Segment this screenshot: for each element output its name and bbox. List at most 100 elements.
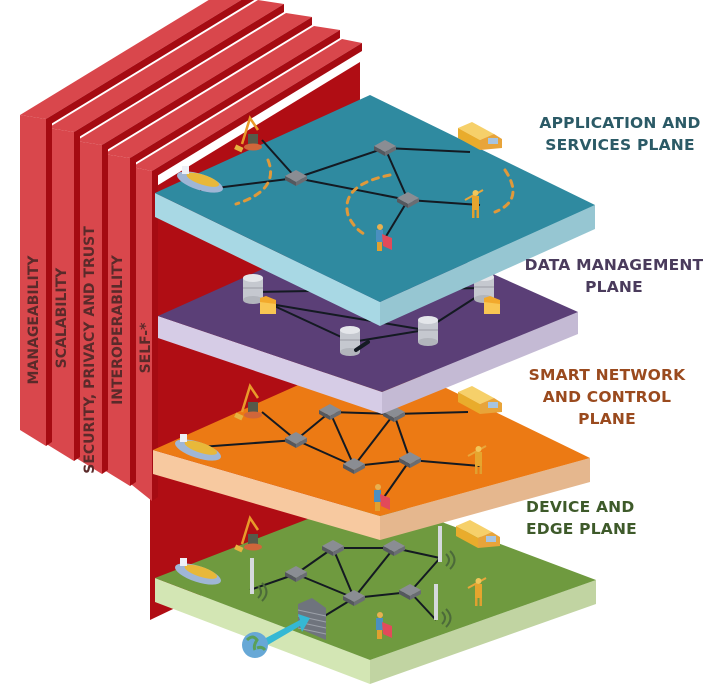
pillar-side-face (74, 130, 80, 461)
pillar-top-face (76, 13, 312, 145)
crane-icon (240, 383, 260, 413)
ship-bridge (182, 166, 189, 174)
network-link (393, 413, 411, 461)
pillar-top-shadow (130, 30, 340, 166)
label-line: SMART NETWORK (528, 366, 686, 384)
ship-bridge (180, 434, 187, 442)
service-flow-arrow (345, 173, 392, 237)
pillar-front-face (104, 154, 130, 486)
network-link (393, 411, 469, 415)
truck-icon (458, 386, 494, 404)
network-link (269, 303, 426, 331)
pillar-top-face (132, 39, 362, 171)
network-link (384, 147, 409, 201)
label-line: DEVICE AND (526, 498, 635, 516)
plane-side-right (382, 312, 578, 414)
label-smart-network-plane: SMART NETWORK AND CONTROL PLANE (512, 364, 702, 430)
plane-application-services (155, 95, 595, 326)
network-link (295, 573, 355, 599)
pillar-label: SECURITY, PRIVACY AND TRUST (82, 226, 98, 474)
pillar-top-face (20, 0, 242, 119)
network-switch-side (285, 572, 296, 582)
pillar-front-face (48, 128, 74, 461)
cargo-box-icon (234, 144, 244, 153)
pillar-label: SCALABILITY (54, 267, 70, 369)
crane-body (248, 134, 258, 146)
cargo-box-icon (234, 412, 244, 421)
worker-head (472, 190, 479, 196)
truck-icon (458, 122, 494, 140)
network-switch-side (343, 596, 354, 606)
network-switch-side (383, 412, 394, 422)
plane-side-left (153, 450, 380, 540)
service-flow-arrow (234, 158, 273, 206)
network-link (295, 439, 355, 467)
pillar-label: SELF-* (138, 322, 154, 374)
ship-cargo (186, 172, 220, 187)
crane-base (244, 143, 262, 151)
plane-top-surface (153, 352, 590, 516)
pillar-side-face (102, 143, 108, 474)
truck-window (488, 402, 498, 408)
firewall-brick-line (297, 609, 327, 617)
crane-icon (240, 115, 260, 145)
pillar-top-shadow (102, 17, 312, 153)
network-switch-side (330, 410, 341, 420)
network-link (407, 199, 481, 206)
person-head (377, 612, 383, 618)
globe-continents (245, 635, 267, 651)
label-line: APPLICATION AND (539, 114, 701, 132)
truck-window (488, 138, 498, 144)
plane-side-right (370, 580, 596, 684)
network-link (199, 439, 297, 448)
network-link (381, 459, 411, 501)
label-data-management-plane: DATA MANAGEMENT PLANE (500, 254, 720, 298)
person-head (375, 484, 381, 490)
database-top (243, 274, 263, 282)
worker-leg (479, 466, 482, 474)
network-link (353, 413, 395, 467)
crane-base (244, 411, 262, 419)
worker-leg (475, 598, 478, 606)
pillar-label: MANAGEABILITY (26, 255, 42, 385)
label-device-edge-plane: DEVICE AND EDGE PLANE (526, 496, 666, 540)
network-switch-side (354, 596, 365, 606)
truck-icon (456, 520, 492, 538)
network-link (351, 329, 426, 343)
folder-front (260, 302, 276, 314)
network-link (269, 303, 353, 343)
plane-side-right (380, 205, 595, 326)
network-switch-side (322, 546, 333, 556)
database-icon (474, 277, 494, 299)
pillar-top-shadow (74, 4, 284, 140)
network-switch-side (296, 176, 307, 186)
network-switch-side (394, 412, 405, 422)
network-switch-side (296, 572, 307, 582)
network-link (384, 147, 471, 153)
plane-top-surface (155, 95, 595, 302)
pillar-label: INTEROPERABILITY (110, 254, 126, 405)
label-line: DATA MANAGEMENT (524, 256, 704, 274)
network-link (353, 547, 395, 599)
plane-top-surface (155, 495, 596, 660)
plane-side-left (158, 316, 382, 414)
network-switch-side (285, 438, 296, 448)
plane-side-left (155, 193, 380, 326)
bidirectional-arrow-icon (262, 614, 310, 646)
database-link-icon (354, 340, 370, 352)
label-line: AND CONTROL (542, 388, 672, 406)
network-link (295, 177, 409, 201)
network-switch-side (285, 176, 296, 186)
database-bottom (243, 296, 263, 304)
ship-bridge (180, 558, 187, 566)
worker-icon (475, 452, 482, 466)
network-switch-side (343, 464, 354, 474)
worker-leg (472, 210, 475, 218)
network-switch-side (397, 198, 408, 208)
worker-head (475, 446, 482, 452)
network-switch-side (410, 590, 421, 600)
crane-base (244, 543, 262, 551)
person-icon (374, 490, 381, 502)
network-switch-side (394, 546, 405, 556)
